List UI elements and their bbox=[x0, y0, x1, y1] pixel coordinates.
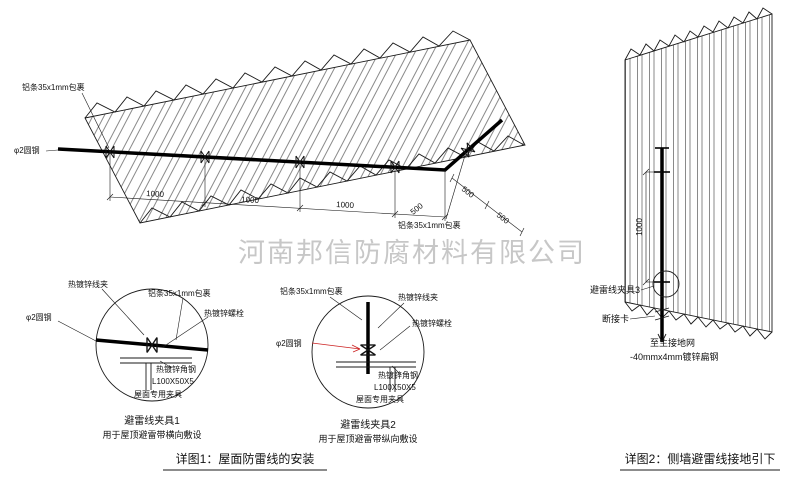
label-angle-steel: 热镀锌角钢 bbox=[156, 364, 196, 374]
detail-balloon bbox=[95, 288, 209, 402]
figure2-caption: 详图2：侧墙避雷线接地引下 bbox=[625, 451, 776, 466]
label-round-steel: φ2圆钢 bbox=[14, 145, 40, 155]
leader-line bbox=[81, 92, 110, 149]
dim-label-1000: 1000 bbox=[241, 195, 260, 205]
dim-label-500: 500 bbox=[460, 184, 476, 200]
roof-corrugation-bottom-edge bbox=[139, 135, 525, 224]
figure1-caption: 详图1：屋面防雷线的安装 bbox=[176, 451, 315, 466]
label-galv-flat-steel: -40mmx4mm镀锌扁钢 bbox=[630, 351, 719, 362]
roof-sheet-ribs bbox=[84, 39, 526, 224]
ground-arrow-icon bbox=[657, 333, 667, 343]
dimension-extension-lines bbox=[109, 152, 446, 221]
label-roof-fixture: 屋面专用夹具 bbox=[356, 394, 404, 404]
label-aluminum-strip-top: 铝条35x1mm包裹 bbox=[22, 82, 85, 92]
detail2-leader-lines bbox=[329, 296, 411, 375]
label-wire-clamp-3: 避雷线夹具3 bbox=[590, 284, 640, 295]
roof-isometric-drawing: 1000 1000 1000 500 500 500 铝条35x1mm包裹 φ2… bbox=[14, 30, 526, 237]
leader-line bbox=[445, 151, 467, 220]
label-galv-clip: 热镀锌线夹 bbox=[398, 292, 438, 302]
angle-steel-section bbox=[336, 361, 416, 392]
label-alum-strip: 铝条35x1mm包裹 bbox=[148, 288, 211, 298]
figure2-caption-group: 详图2：侧墙避雷线接地引下 bbox=[620, 451, 780, 471]
label-alum-strip: 铝条35x1mm包裹 bbox=[280, 286, 343, 296]
wall-corrugation-top-edge bbox=[624, 7, 773, 61]
detail1-title: 避雷线夹具1 bbox=[124, 414, 180, 427]
leader-line bbox=[640, 285, 655, 291]
dim-label-500: 500 bbox=[409, 201, 425, 217]
label-galv-bolt: 热镀锌螺栓 bbox=[412, 318, 452, 328]
disconnect-card-symbol bbox=[654, 307, 670, 321]
label-angle-steel: 热镀锌角钢 bbox=[378, 370, 418, 380]
wall-panel-ribs bbox=[624, 13, 773, 333]
label-round-steel: φ2圆钢 bbox=[26, 312, 52, 322]
watermark: 河南邦信防腐材料有限公司 bbox=[238, 238, 586, 268]
detail-balloon bbox=[311, 295, 425, 409]
label-galv-clip: 热镀锌线夹 bbox=[68, 279, 108, 289]
label-angle-size: L100X50X5 bbox=[374, 383, 416, 392]
roof-corrugation-top-edge bbox=[84, 30, 471, 119]
label-angle-size: L100X50X5 bbox=[152, 377, 194, 386]
dim-label-1000: 1000 bbox=[146, 189, 165, 199]
figure1-caption-group: 详图1：屋面防雷线的安装 bbox=[163, 451, 327, 471]
detail2-subtitle: 用于屋顶避雷带纵向敷设 bbox=[318, 433, 417, 444]
clamp-detail-balloon bbox=[652, 270, 680, 298]
label-galv-bolt: 热镀锌螺栓 bbox=[204, 308, 244, 318]
detail1-subtitle: 用于屋顶避雷带横向敷设 bbox=[102, 429, 201, 440]
detail2-title: 避雷线夹具2 bbox=[340, 418, 396, 431]
angle-steel-section bbox=[120, 357, 192, 390]
wall-corrugation-bottom-edge bbox=[624, 301, 773, 340]
dimension-line-horizontal bbox=[109, 196, 446, 218]
dimension-ticks bbox=[642, 168, 650, 286]
dimension-ticks-bend bbox=[449, 173, 525, 237]
wall-elevation-drawing: 1000 避雷线夹具3 断接卡 至主接地网 -40mmx4mm镀锌扁钢 bbox=[590, 7, 773, 362]
label-aluminum-strip-bottom: 铝条35x1mm包裹 bbox=[398, 220, 461, 230]
leader-line bbox=[45, 149, 59, 152]
dim-label-500: 500 bbox=[495, 210, 511, 226]
dim-label-1000: 1000 bbox=[336, 200, 355, 210]
detail-circle-2: 铝条35x1mm包裹 热镀锌线夹 热镀锌螺栓 φ2圆钢 热镀锌角钢 L100X5… bbox=[276, 286, 452, 444]
label-round-steel-red: φ2圆钢 bbox=[276, 338, 302, 348]
leader-line bbox=[629, 315, 656, 320]
label-to-ground-grid: 至主接地网 bbox=[650, 337, 695, 348]
detail-circle-1: 热镀锌线夹 铝条35x1mm包裹 热镀锌螺栓 φ2圆钢 热镀锌角钢 L100X5… bbox=[26, 279, 244, 440]
label-roof-fixture: 屋面专用夹具 bbox=[134, 389, 182, 399]
label-disconnect-card: 断接卡 bbox=[602, 313, 629, 324]
detail1-leader-lines bbox=[57, 288, 209, 369]
dimension-ticks bbox=[106, 193, 449, 221]
dim-label-1000: 1000 bbox=[635, 218, 644, 236]
red-leader-arrow bbox=[311, 342, 361, 353]
